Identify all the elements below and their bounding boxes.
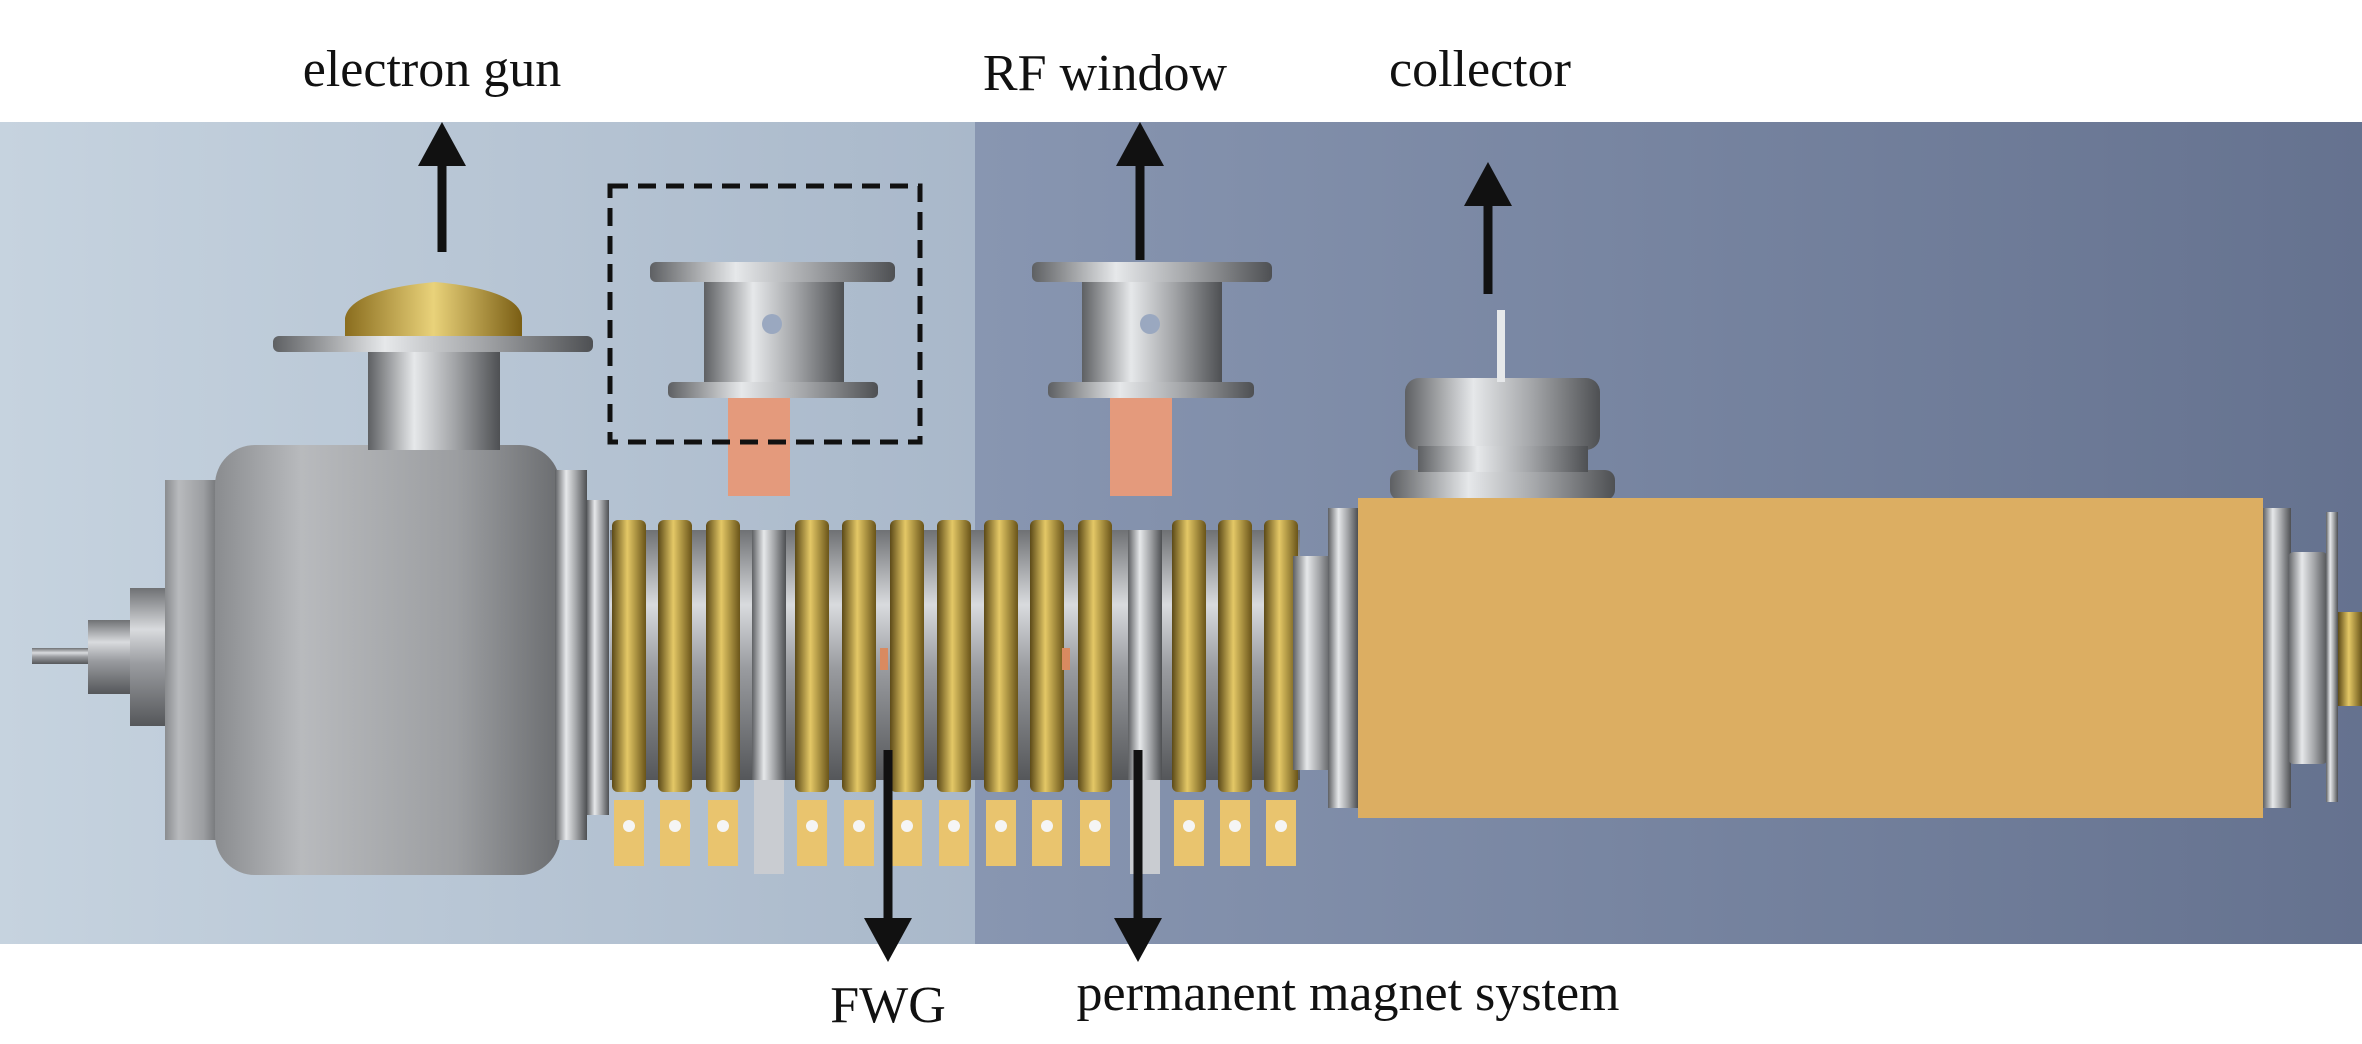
pole-piece-hole	[1089, 820, 1101, 832]
coupler-gap-ring	[752, 530, 786, 780]
gun-rear-stub	[88, 620, 136, 694]
pole-piece	[797, 800, 827, 866]
pole-piece	[986, 800, 1016, 866]
magnet-ring	[658, 520, 692, 792]
rf-window-1	[650, 262, 895, 398]
pole-piece	[1080, 800, 1110, 866]
gun-top-flange	[273, 336, 593, 352]
coupling-slot	[1062, 648, 1070, 670]
collector	[1358, 310, 2362, 818]
collector-end-pin	[2338, 612, 2362, 706]
electron-gun	[32, 282, 609, 875]
pole-piece	[1174, 800, 1204, 866]
label-collector: collector	[1389, 41, 1571, 98]
collector-cap	[1405, 378, 1600, 450]
pole-piece	[660, 800, 690, 866]
pole-piece	[1220, 800, 1250, 866]
magnet-ring	[1078, 520, 1112, 792]
pole-piece-hole	[717, 820, 729, 832]
label-permanent-magnet-system: permanent magnet system	[1077, 965, 1620, 1022]
collector-end-collar	[2288, 552, 2328, 764]
fwg-stub-2	[1110, 396, 1172, 496]
collector-rod	[1497, 310, 1505, 382]
pole-piece	[1032, 800, 1062, 866]
coupling-slot	[880, 648, 888, 670]
pole-piece-hole	[948, 820, 960, 832]
pole-piece	[614, 800, 644, 866]
output-coupler	[1293, 556, 1333, 770]
label-electron-gun: electron gun	[303, 41, 561, 98]
gun-front-flange	[555, 470, 587, 840]
magnet-ring	[1264, 520, 1298, 792]
pole-piece-hole	[1229, 820, 1241, 832]
collector-flange-right	[2263, 508, 2291, 808]
pole-piece	[1266, 800, 1296, 866]
pole-piece-hole	[623, 820, 635, 832]
coupler-gap-ring	[1128, 530, 1162, 780]
collector-body	[1358, 498, 2263, 818]
rf-window-2	[1032, 262, 1272, 398]
magnet-ring	[984, 520, 1018, 792]
magnet-ring	[1030, 520, 1064, 792]
arrow-rf-window	[1116, 122, 1164, 260]
pole-piece-hole	[995, 820, 1007, 832]
magnet-ring	[890, 520, 924, 792]
gun-rear-collar	[130, 588, 170, 726]
rf-window-highlight-box	[607, 183, 923, 445]
magnet-ring	[706, 520, 740, 792]
collector-end-ring	[2326, 512, 2338, 802]
pole-piece-hole	[853, 820, 865, 832]
collector-flange-left	[1328, 508, 1358, 808]
pole-piece	[708, 800, 738, 866]
gun-neck	[368, 350, 500, 450]
coupler-gap-pole	[754, 780, 784, 874]
magnet-ring	[612, 520, 646, 792]
collector-cap-lip	[1418, 446, 1588, 472]
gun-main-body	[215, 445, 560, 875]
pole-piece-hole	[1275, 820, 1287, 832]
magnet-ring	[1218, 520, 1252, 792]
pole-piece	[939, 800, 969, 866]
gun-gold-dome	[345, 282, 522, 336]
arrow-fwg	[864, 750, 912, 962]
magnet-ring	[795, 520, 829, 792]
label-rf-window: RF window	[983, 45, 1228, 102]
pole-piece	[892, 800, 922, 866]
collector-base	[1390, 470, 1615, 500]
gun-flange-left	[165, 480, 220, 840]
pole-piece-hole	[806, 820, 818, 832]
gun-front-ring	[587, 500, 609, 815]
arrow-permanent-magnet-system	[1114, 750, 1162, 962]
label-fwg: FWG	[830, 977, 946, 1034]
pole-piece-hole	[669, 820, 681, 832]
gun-rear-pin	[32, 648, 92, 664]
pole-piece	[844, 800, 874, 866]
fwg-stub-1	[728, 396, 790, 496]
arrow-collector	[1464, 162, 1512, 294]
permanent-magnet-rings	[610, 520, 1300, 874]
pole-piece-hole	[901, 820, 913, 832]
pole-piece-hole	[1183, 820, 1195, 832]
magnet-ring	[842, 520, 876, 792]
arrow-electron-gun	[418, 122, 466, 252]
magnet-ring	[937, 520, 971, 792]
pole-piece-hole	[1041, 820, 1053, 832]
magnet-ring	[1172, 520, 1206, 792]
